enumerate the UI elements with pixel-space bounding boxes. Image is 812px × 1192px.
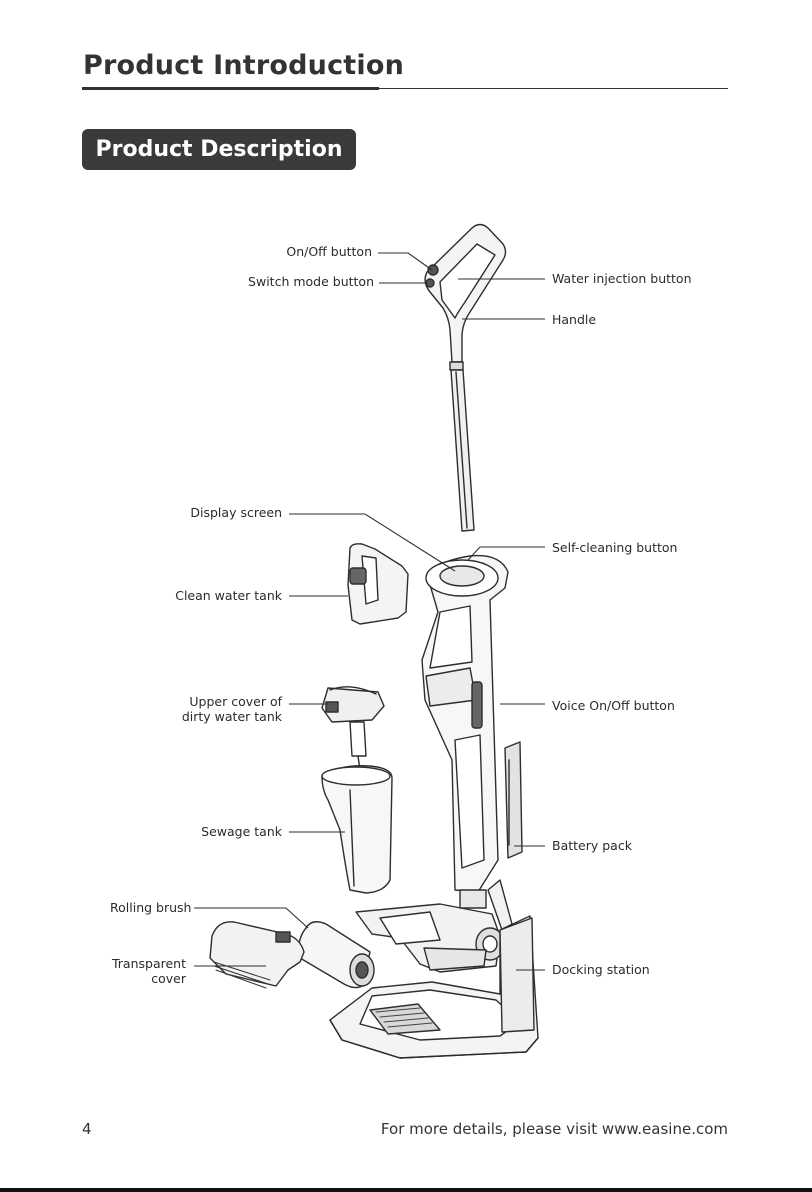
label-upper-cover-line2: dirty water tank [181, 709, 282, 724]
clean-water-tank-illustration [347, 543, 409, 625]
label-switch-mode-button: Switch mode button [248, 274, 374, 289]
label-rolling-brush: Rolling brush [110, 900, 192, 915]
label-water-injection-button: Water injection button [552, 271, 692, 286]
section-heading-badge: Product Description [82, 129, 356, 170]
title-underline-thin [379, 88, 728, 89]
label-docking-station: Docking station [552, 962, 650, 977]
page-title: Product Introduction [83, 50, 405, 81]
bottom-border [0, 1188, 812, 1192]
docking-station-illustration [329, 915, 539, 1059]
upper-cover-illustration [321, 686, 385, 771]
title-underline-thick [82, 87, 379, 90]
label-handle: Handle [552, 312, 597, 327]
label-self-cleaning-button: Self-cleaning button [552, 540, 678, 555]
label-battery-pack: Battery pack [552, 838, 632, 853]
label-display-screen: Display screen [190, 505, 282, 520]
page-number: 4 [82, 1120, 92, 1138]
floor-head-illustration [355, 879, 513, 973]
label-onoff-button: On/Off button [286, 244, 372, 259]
label-voice-onoff-button: Voice On/Off button [552, 698, 675, 713]
rolling-brush-illustration [298, 921, 375, 989]
transparent-cover-illustration [209, 921, 305, 989]
handle-illustration [424, 223, 507, 371]
pole-illustration [450, 369, 475, 532]
label-transparent-cover-line2: cover [151, 971, 186, 986]
footer-website-text: For more details, please visit www.easin… [380, 1120, 728, 1138]
label-sewage-tank: Sewage tank [201, 824, 282, 839]
sewage-tank-illustration [321, 765, 393, 894]
label-clean-water-tank: Clean water tank [175, 588, 282, 603]
main-body-illustration [421, 554, 523, 893]
label-transparent-cover-line1: Transparent [111, 956, 186, 971]
label-upper-cover-line1: Upper cover of [189, 694, 282, 709]
